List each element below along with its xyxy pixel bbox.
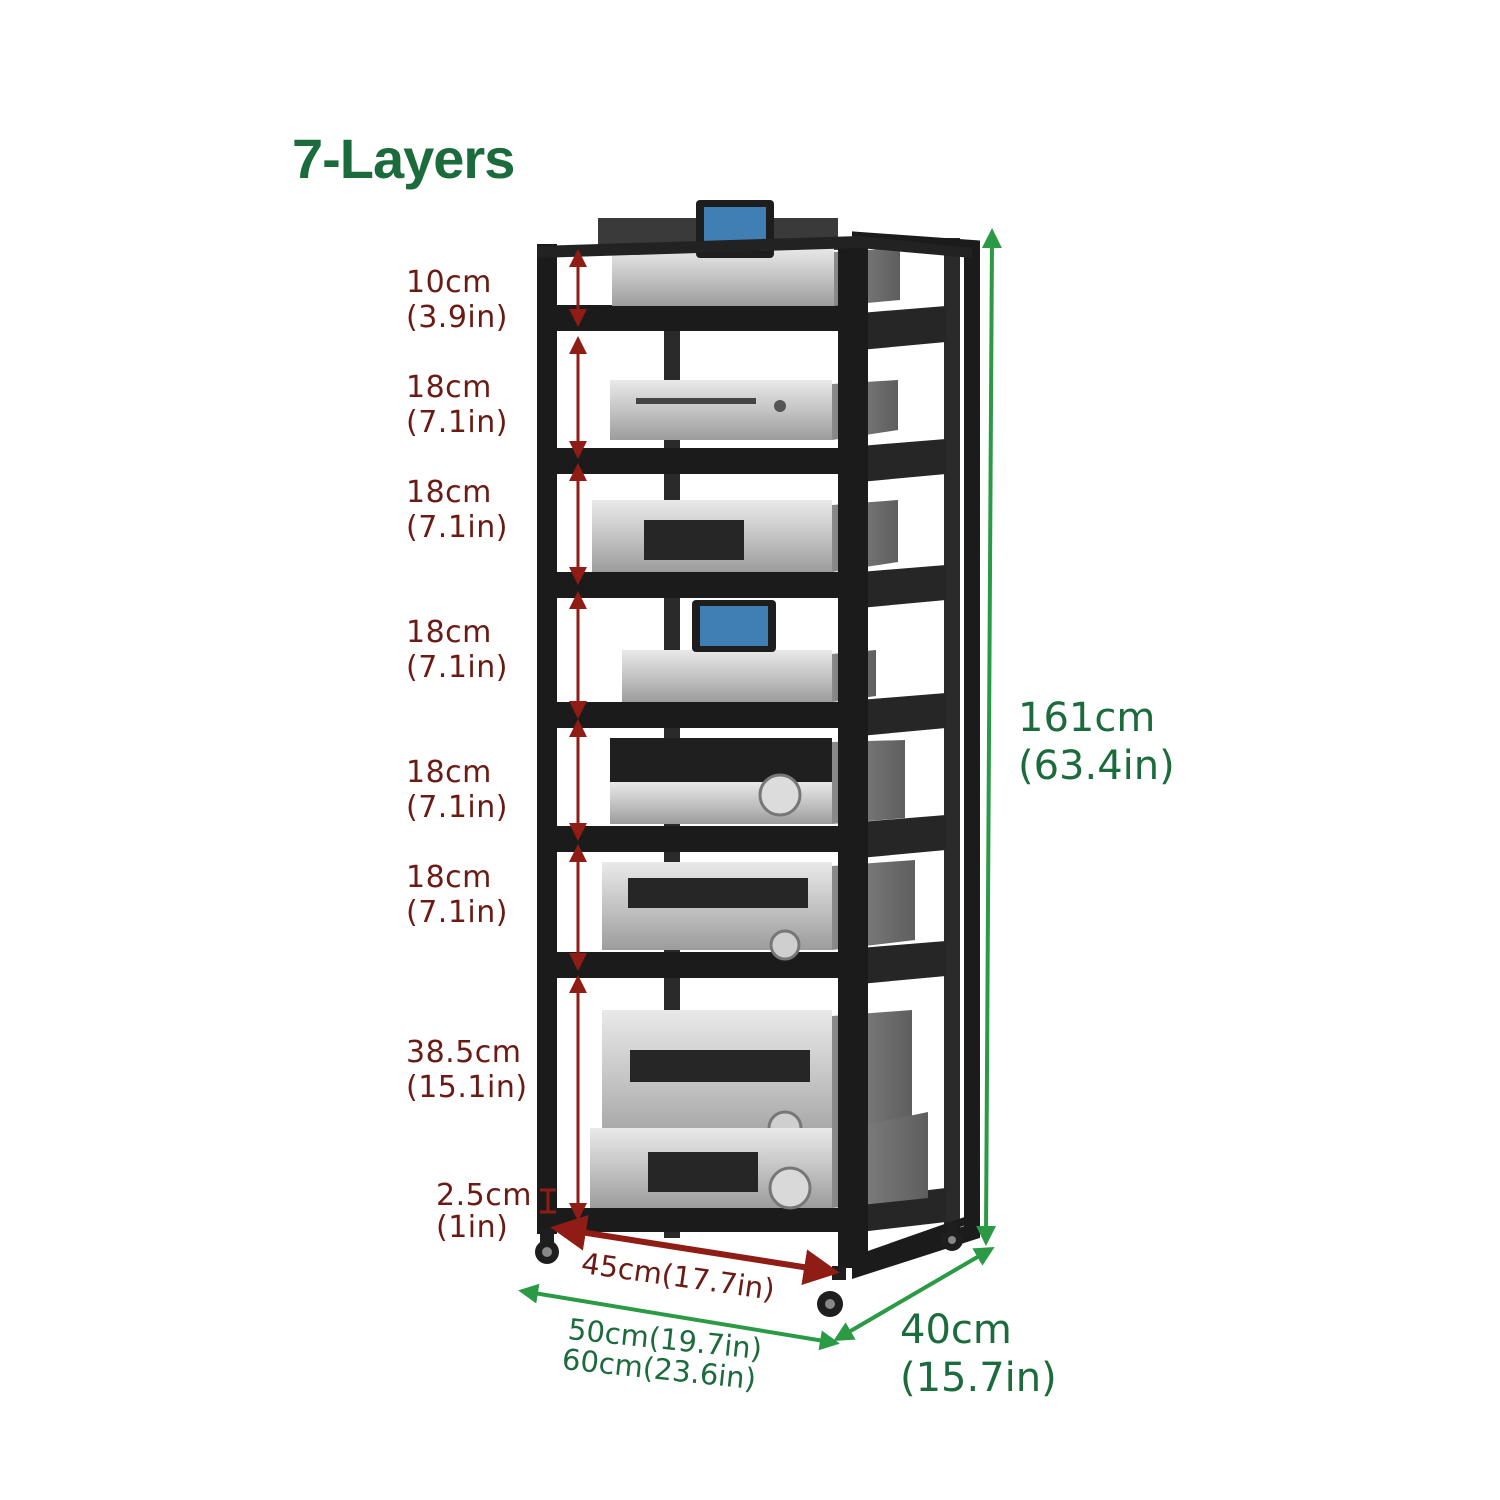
shelf-height-label: 18cm(7.1in) xyxy=(406,475,508,545)
clearance-label: 2.5cm(1in) xyxy=(436,1178,532,1245)
shelf-height-label: 18cm(7.1in) xyxy=(406,755,508,825)
total-height-label: 161cm(63.4in) xyxy=(1018,695,1175,789)
shelf-height-label: 38.5cm(15.1in) xyxy=(406,1035,528,1105)
up-down-arrow-icon xyxy=(540,249,587,1221)
shelf-height-label: 18cm(7.1in) xyxy=(406,370,508,440)
depth-arrow xyxy=(833,1246,995,1342)
shelf-height-label: 18cm(7.1in) xyxy=(406,615,508,685)
depth-label: 40cm(15.7in) xyxy=(900,1307,1057,1401)
rack-shelves xyxy=(555,305,946,1232)
base-width-arrow xyxy=(518,1283,840,1351)
rack-post-front-left xyxy=(537,244,557,1234)
shelf-height-label: 18cm(7.1in) xyxy=(406,860,508,930)
shelf-height-label: 10cm(3.9in) xyxy=(406,265,508,335)
page-title: 7-Layers xyxy=(292,127,515,190)
total-height-arrow xyxy=(976,228,1002,1246)
rack-post-back-right xyxy=(944,238,960,1228)
shelf-width-arrow xyxy=(550,1215,840,1285)
